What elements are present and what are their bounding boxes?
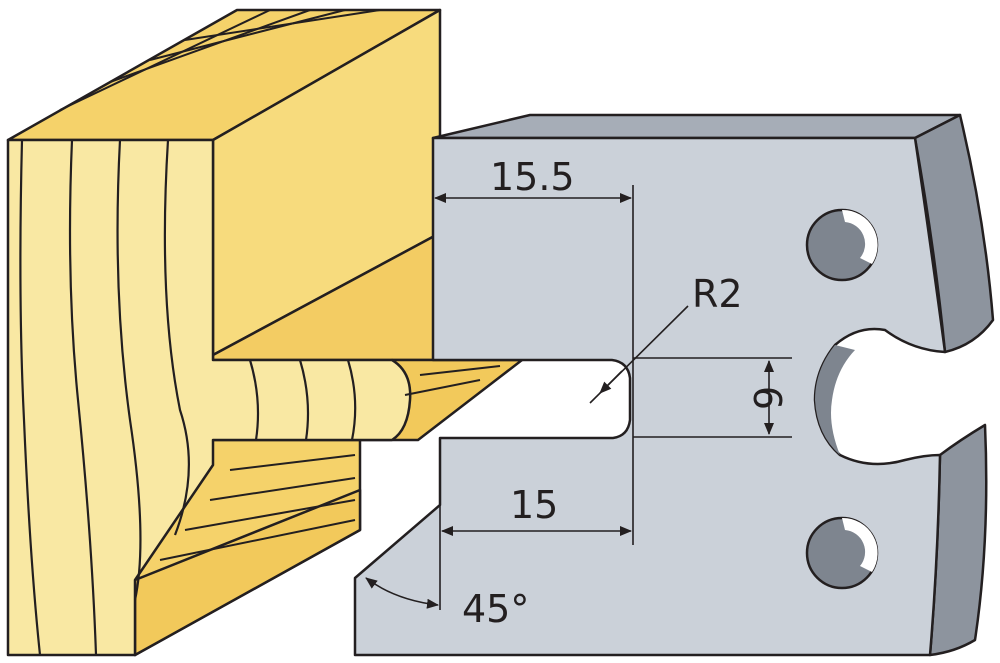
label-top-width: 15.5 — [490, 155, 575, 199]
knife — [353, 113, 995, 657]
label-radius: R2 — [692, 272, 743, 316]
label-bottom-width: 15 — [510, 483, 558, 527]
knife-notch-shadow — [815, 345, 855, 455]
wood-front-face — [6, 138, 412, 657]
dim-angle-arc — [365, 577, 439, 609]
knife-hole-upper — [805, 208, 879, 282]
wood-grain-lines — [19, 139, 357, 656]
knife-hole-lower — [805, 516, 879, 590]
label-slot-height: 6 — [745, 386, 789, 410]
knife-front-face — [353, 136, 947, 657]
knife-right-edge — [913, 113, 995, 354]
knife-top-face — [431, 113, 962, 140]
wood-top-grain — [59, 9, 381, 111]
dim-radius-arrow — [599, 370, 623, 394]
label-angle: 45° — [462, 587, 529, 631]
wood-side-grain — [159, 365, 501, 561]
dimensions — [365, 185, 792, 610]
